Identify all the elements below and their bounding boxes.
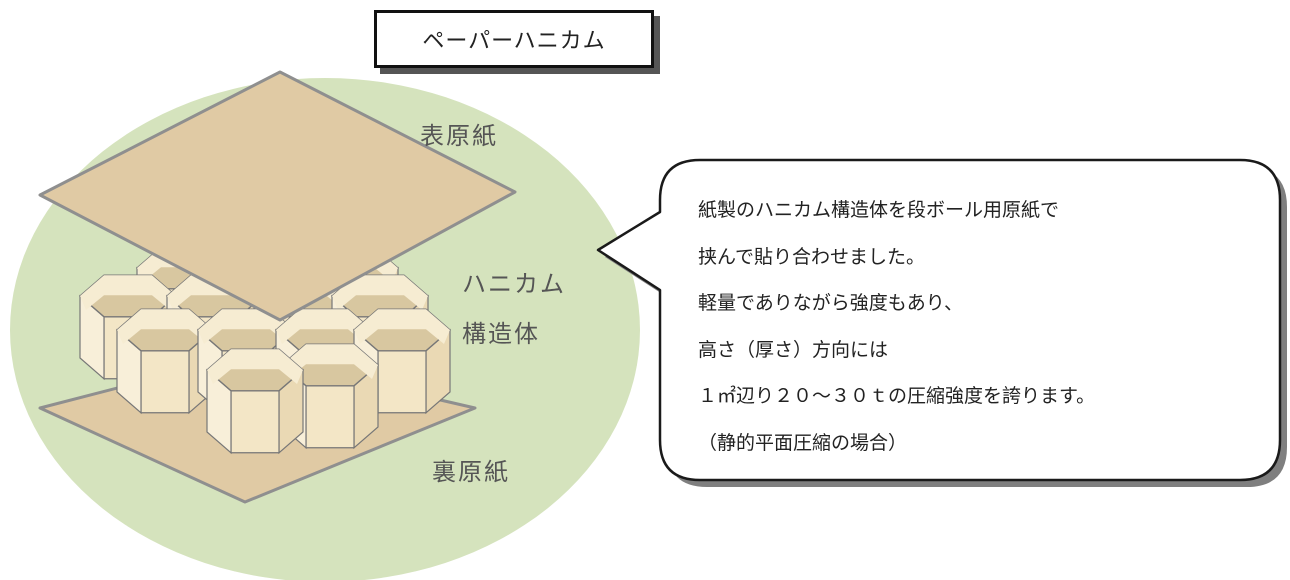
title-box: ペーパーハニカム: [374, 10, 654, 68]
honeycomb-wall: [305, 385, 355, 449]
honeycomb-inner-wall: [198, 309, 294, 344]
honeycomb-wall: [230, 390, 280, 454]
bubble-line-2: 挟んで貼り合わせました。: [698, 245, 926, 268]
bubble-line-5: １㎡辺り２０～３０ｔの圧縮強度を誇ります。: [698, 385, 1096, 407]
honeycomb-inner-wall: [80, 275, 176, 310]
bubble-line-6: （静的平面圧縮の場合）: [698, 431, 908, 454]
honeycomb-wall: [377, 350, 427, 414]
honeycomb-cell: [205, 348, 305, 455]
honeycomb-cell: [115, 308, 215, 415]
honeycomb-inner-wall: [354, 309, 450, 344]
title-text: ペーパーハニカム: [422, 29, 606, 54]
bubble-text: 紙製のハニカム構造体を段ボール用原紙で 挟んで貼り合わせました。 軽量でありなが…: [698, 187, 1258, 466]
honeycomb-inner-wall: [282, 344, 378, 379]
honeycomb-inner-wall: [276, 309, 372, 344]
honeycomb-inner-wall: [207, 349, 303, 384]
honeycomb-inner-wall: [117, 309, 213, 344]
bubble-line-3: 軽量でありながら強度もあり、: [698, 292, 964, 314]
top-paper-sheet: [38, 70, 517, 322]
bubble-line-1: 紙製のハニカム構造体を段ボール用原紙で: [698, 199, 1060, 221]
honeycomb-label-line-2: 構造体: [462, 320, 540, 348]
honeycomb-inner-wall: [332, 275, 428, 310]
honeycomb-wall: [140, 350, 190, 414]
bottom-sheet-label: 裏原紙: [432, 458, 510, 486]
speech-bubble: [596, 158, 1282, 482]
bubble-line-4: 高さ（厚さ）方向には: [698, 338, 889, 361]
honeycomb-label-line-1: ハニカム: [462, 270, 566, 298]
top-sheet-label: 表原紙: [420, 122, 498, 150]
